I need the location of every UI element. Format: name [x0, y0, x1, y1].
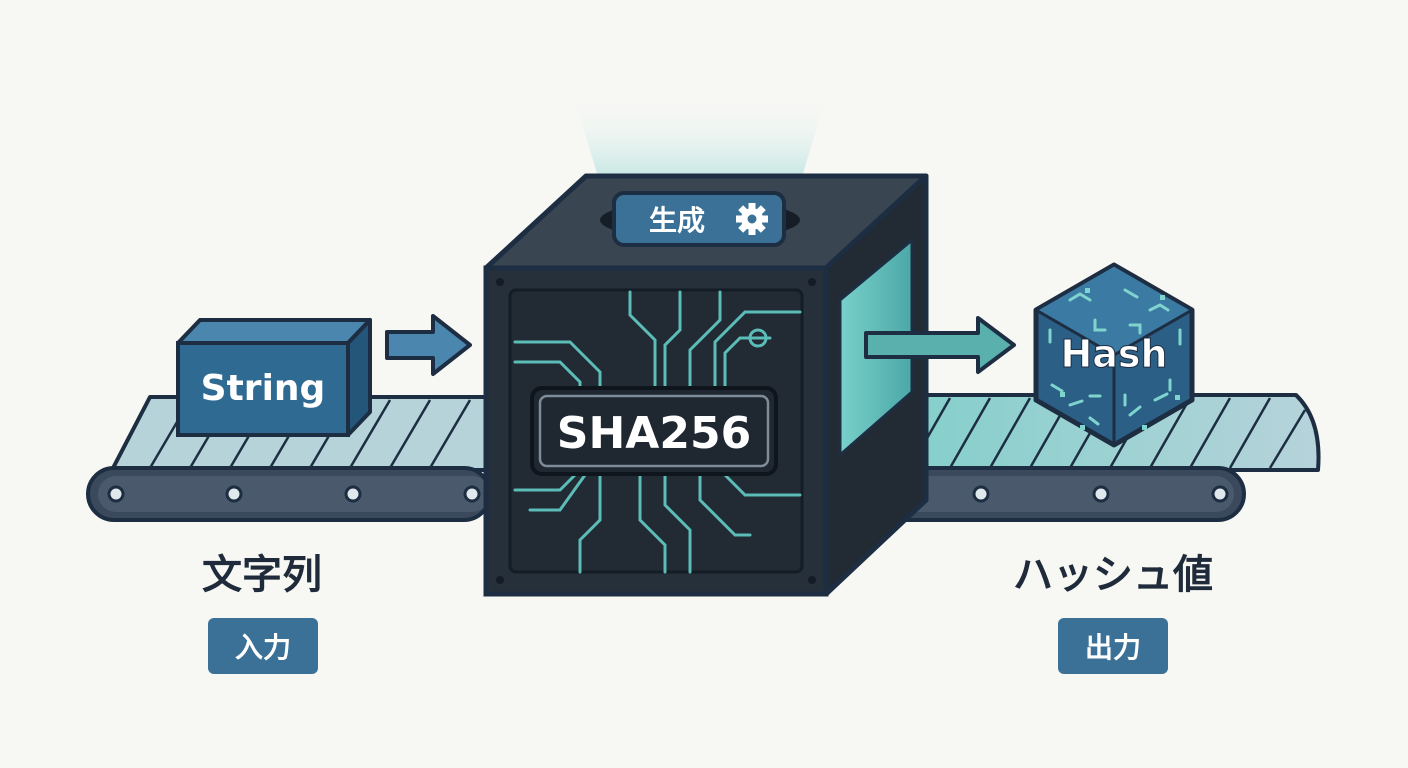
input-string-box: String [176, 318, 372, 437]
input-box-label: String [201, 368, 326, 409]
output-box-label: Hash [1060, 332, 1167, 376]
input-title: 文字列 [202, 552, 322, 598]
arrow-right-icon [864, 316, 1016, 374]
belt-roller [107, 485, 481, 503]
arrow-right-icon [385, 314, 472, 376]
machine-name-plate [530, 386, 778, 476]
output-title: ハッシュ値 [1013, 552, 1213, 598]
input-conveyor-belt [86, 395, 492, 522]
output-conveyor-belt [818, 393, 1321, 522]
output-hash-cube: Hash [1033, 262, 1195, 448]
circuit-traces [513, 290, 802, 574]
output-badge-label: 出力 [1085, 631, 1141, 664]
light-beam [572, 90, 828, 200]
input-badge: 入力 [208, 618, 318, 674]
gear-icon [736, 203, 768, 235]
hash-glyph-pattern [1048, 288, 1182, 426]
generate-badge: 生成 [600, 191, 800, 247]
input-badge-label: 入力 [235, 631, 291, 664]
generate-label: 生成 [649, 204, 705, 237]
output-badge: 出力 [1058, 618, 1168, 674]
machine-name-label: SHA256 [557, 408, 751, 459]
